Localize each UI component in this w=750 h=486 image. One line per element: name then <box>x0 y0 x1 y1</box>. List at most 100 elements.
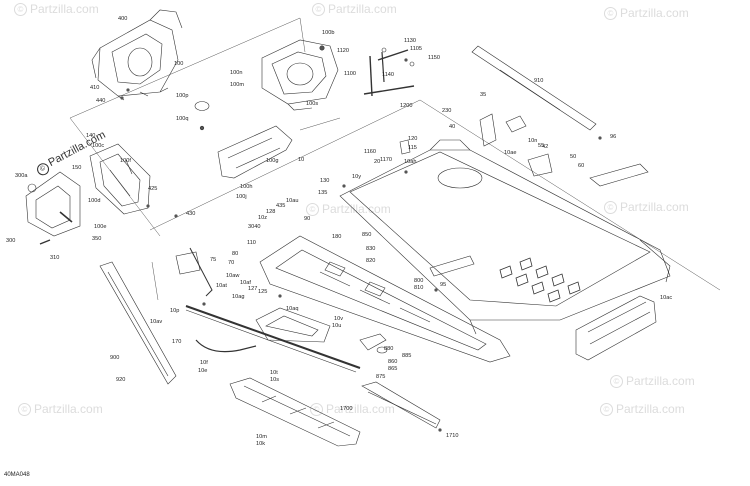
part-label[interactable]: 100m <box>230 82 244 88</box>
part-label[interactable]: 1140 <box>382 72 395 78</box>
part-label[interactable]: 3040 <box>248 224 261 230</box>
part-label[interactable]: 410 <box>90 85 100 91</box>
part-label[interactable]: 1160 <box>364 149 377 155</box>
part-label[interactable]: 10f <box>200 360 208 366</box>
part-label[interactable]: 110 <box>247 240 256 246</box>
part-label[interactable]: 810 <box>414 285 424 291</box>
part-label[interactable]: 50 <box>570 154 577 160</box>
part-label[interactable]: 10v <box>334 316 344 322</box>
part-label[interactable]: 350 <box>92 236 102 242</box>
part-label[interactable]: 96 <box>610 134 617 140</box>
part-label[interactable]: 1105 <box>410 46 423 52</box>
part-label[interactable]: 10ae <box>504 150 517 156</box>
part-label[interactable]: 1130 <box>404 38 417 44</box>
part-label[interactable]: 130 <box>320 178 330 184</box>
part-label[interactable]: 42 <box>542 144 549 150</box>
part-label[interactable]: 10ac <box>660 295 673 301</box>
part-label[interactable]: 1150 <box>428 55 441 61</box>
part-label[interactable]: 100f <box>120 158 131 164</box>
part-label[interactable]: 10af <box>240 280 251 286</box>
part-label[interactable]: 850 <box>362 232 372 238</box>
part-label[interactable]: 230 <box>442 108 452 114</box>
part-label[interactable]: 10aq <box>286 306 299 312</box>
part-label[interactable]: 75 <box>210 257 217 263</box>
part-label[interactable]: 860 <box>388 359 398 365</box>
part-label[interactable]: 400 <box>118 16 128 22</box>
part-label[interactable]: 300 <box>6 238 16 244</box>
part-label[interactable]: 70 <box>228 260 235 266</box>
part-label[interactable]: 115 <box>408 145 417 151</box>
part-label[interactable]: 100q <box>176 116 189 122</box>
part-label[interactable]: 10at <box>216 283 227 289</box>
part-label[interactable]: 100h <box>240 184 253 190</box>
part-label[interactable]: 100b <box>322 30 335 36</box>
part-label[interactable]: 95 <box>440 282 447 288</box>
part-label[interactable]: 10z <box>258 215 268 221</box>
part-label[interactable]: 900 <box>110 355 120 361</box>
watermark: ©Partzilla.com <box>604 6 689 20</box>
part-label[interactable]: 865 <box>388 366 398 372</box>
part-label[interactable]: 1120 <box>337 48 350 54</box>
part-label[interactable]: 875 <box>376 374 386 380</box>
part-label[interactable]: 435 <box>276 203 286 209</box>
part-label[interactable]: 10ag <box>232 294 245 300</box>
part-label[interactable]: 10ah <box>404 159 417 165</box>
part-label[interactable]: 10e <box>198 368 208 374</box>
part-label[interactable]: 1200 <box>400 103 413 109</box>
part-label[interactable]: 128 <box>266 209 276 215</box>
part-label[interactable]: 1700 <box>340 406 353 412</box>
part-label[interactable]: 150 <box>72 165 82 171</box>
part-label[interactable]: 55 <box>538 143 545 149</box>
part-label[interactable]: 180 <box>332 234 342 240</box>
part-label[interactable]: 100g <box>266 158 279 164</box>
part-label[interactable]: 100j <box>236 194 247 200</box>
part-label[interactable]: 1710 <box>446 433 459 439</box>
part-label[interactable]: 10u <box>332 323 342 329</box>
part-label[interactable]: 10 <box>298 157 305 163</box>
part-label[interactable]: 10aw <box>226 273 240 279</box>
part-label[interactable]: 910 <box>534 78 544 84</box>
part-label[interactable]: 820 <box>366 258 376 264</box>
part-label[interactable]: 10t <box>270 370 278 376</box>
part-label[interactable]: 10y <box>352 174 362 180</box>
part-label[interactable]: 100p <box>176 93 189 99</box>
part-label[interactable]: 135 <box>318 190 328 196</box>
part-label[interactable]: 800 <box>414 278 424 284</box>
part-label[interactable]: 300a <box>15 173 28 179</box>
part-label[interactable]: 1100 <box>344 71 357 77</box>
part-label[interactable]: 440 <box>96 98 106 104</box>
part-label[interactable]: 10s <box>270 377 280 383</box>
part-label[interactable]: 170 <box>172 339 182 345</box>
part-label[interactable]: 10k <box>256 441 266 447</box>
part-label[interactable]: 920 <box>116 377 126 383</box>
part-label[interactable]: 100n <box>230 70 243 76</box>
part-label[interactable]: 885 <box>402 353 412 359</box>
part-label[interactable]: 430 <box>186 211 196 217</box>
part-label[interactable]: 100e <box>94 224 107 230</box>
part-label[interactable]: 127 <box>248 286 258 292</box>
part-label[interactable]: 10p <box>170 308 180 314</box>
part-label[interactable]: 120 <box>408 136 418 142</box>
part-label[interactable]: 10n <box>528 138 538 144</box>
part-label[interactable]: 310 <box>50 255 60 261</box>
top-bar <box>471 45 597 131</box>
part-label[interactable]: 140 <box>86 133 96 139</box>
part-label[interactable]: 10av <box>150 319 163 325</box>
part-label[interactable]: 10au <box>286 198 299 204</box>
part-label[interactable]: 125 <box>258 289 268 295</box>
part-label[interactable]: 100 <box>174 61 184 67</box>
part-label[interactable]: 20 <box>374 159 381 165</box>
part-label[interactable]: 40 <box>449 124 456 130</box>
part-label[interactable]: 35 <box>480 92 487 98</box>
part-label[interactable]: 830 <box>366 246 376 252</box>
part-label[interactable]: 880 <box>384 346 394 352</box>
part-label[interactable]: 100d <box>88 198 101 204</box>
part-label[interactable]: 80 <box>232 251 239 257</box>
part-label[interactable]: 100c <box>92 143 105 149</box>
part-label[interactable]: 10m <box>256 434 267 440</box>
part-label[interactable]: 425 <box>148 186 158 192</box>
part-label[interactable]: 100s <box>306 101 319 107</box>
part-label[interactable]: 1170 <box>380 157 393 163</box>
part-label[interactable]: 60 <box>578 163 585 169</box>
part-label[interactable]: 90 <box>304 216 311 222</box>
